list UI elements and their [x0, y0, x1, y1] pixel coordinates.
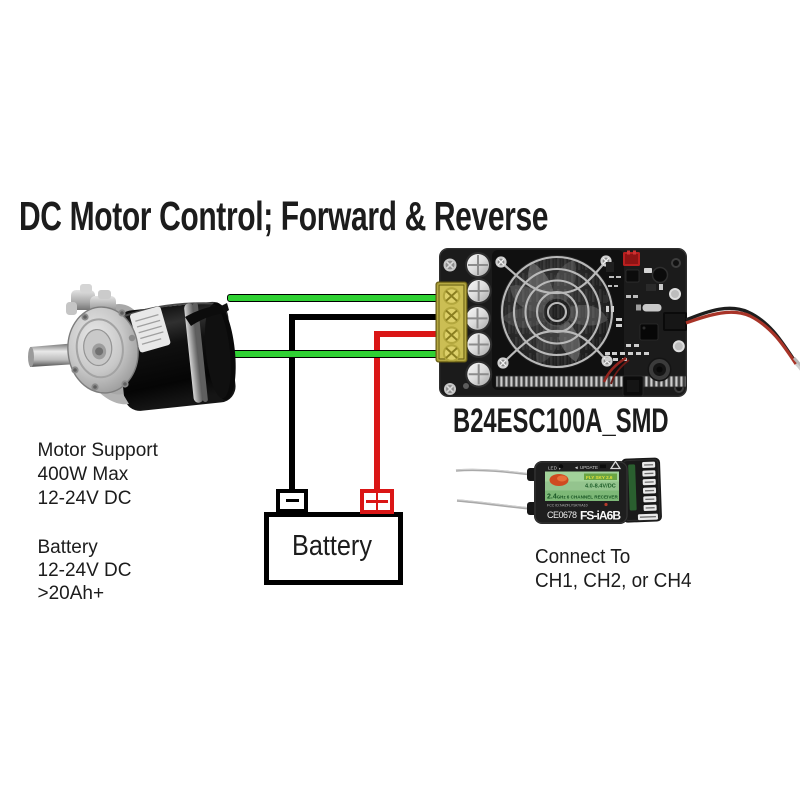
svg-text:4.0-8.4V/DC: 4.0-8.4V/DC [585, 484, 616, 490]
svg-text:2.4GHz 6 CHANNEL RECEIVER: 2.4GHz 6 CHANNEL RECEIVER [547, 494, 618, 501]
svg-text:FCC ID:N4ZFLYSKYIA10: FCC ID:N4ZFLYSKYIA10 [547, 504, 588, 508]
svg-text:FS-iA6B: FS-iA6B [580, 509, 621, 523]
svg-text:CE0678: CE0678 [547, 510, 577, 520]
svg-text:◄ UPDATE: ◄ UPDATE [574, 465, 598, 470]
svg-text:FLY SKY 2.6: FLY SKY 2.6 [586, 475, 613, 480]
svg-text:LED ►: LED ► [548, 466, 563, 471]
